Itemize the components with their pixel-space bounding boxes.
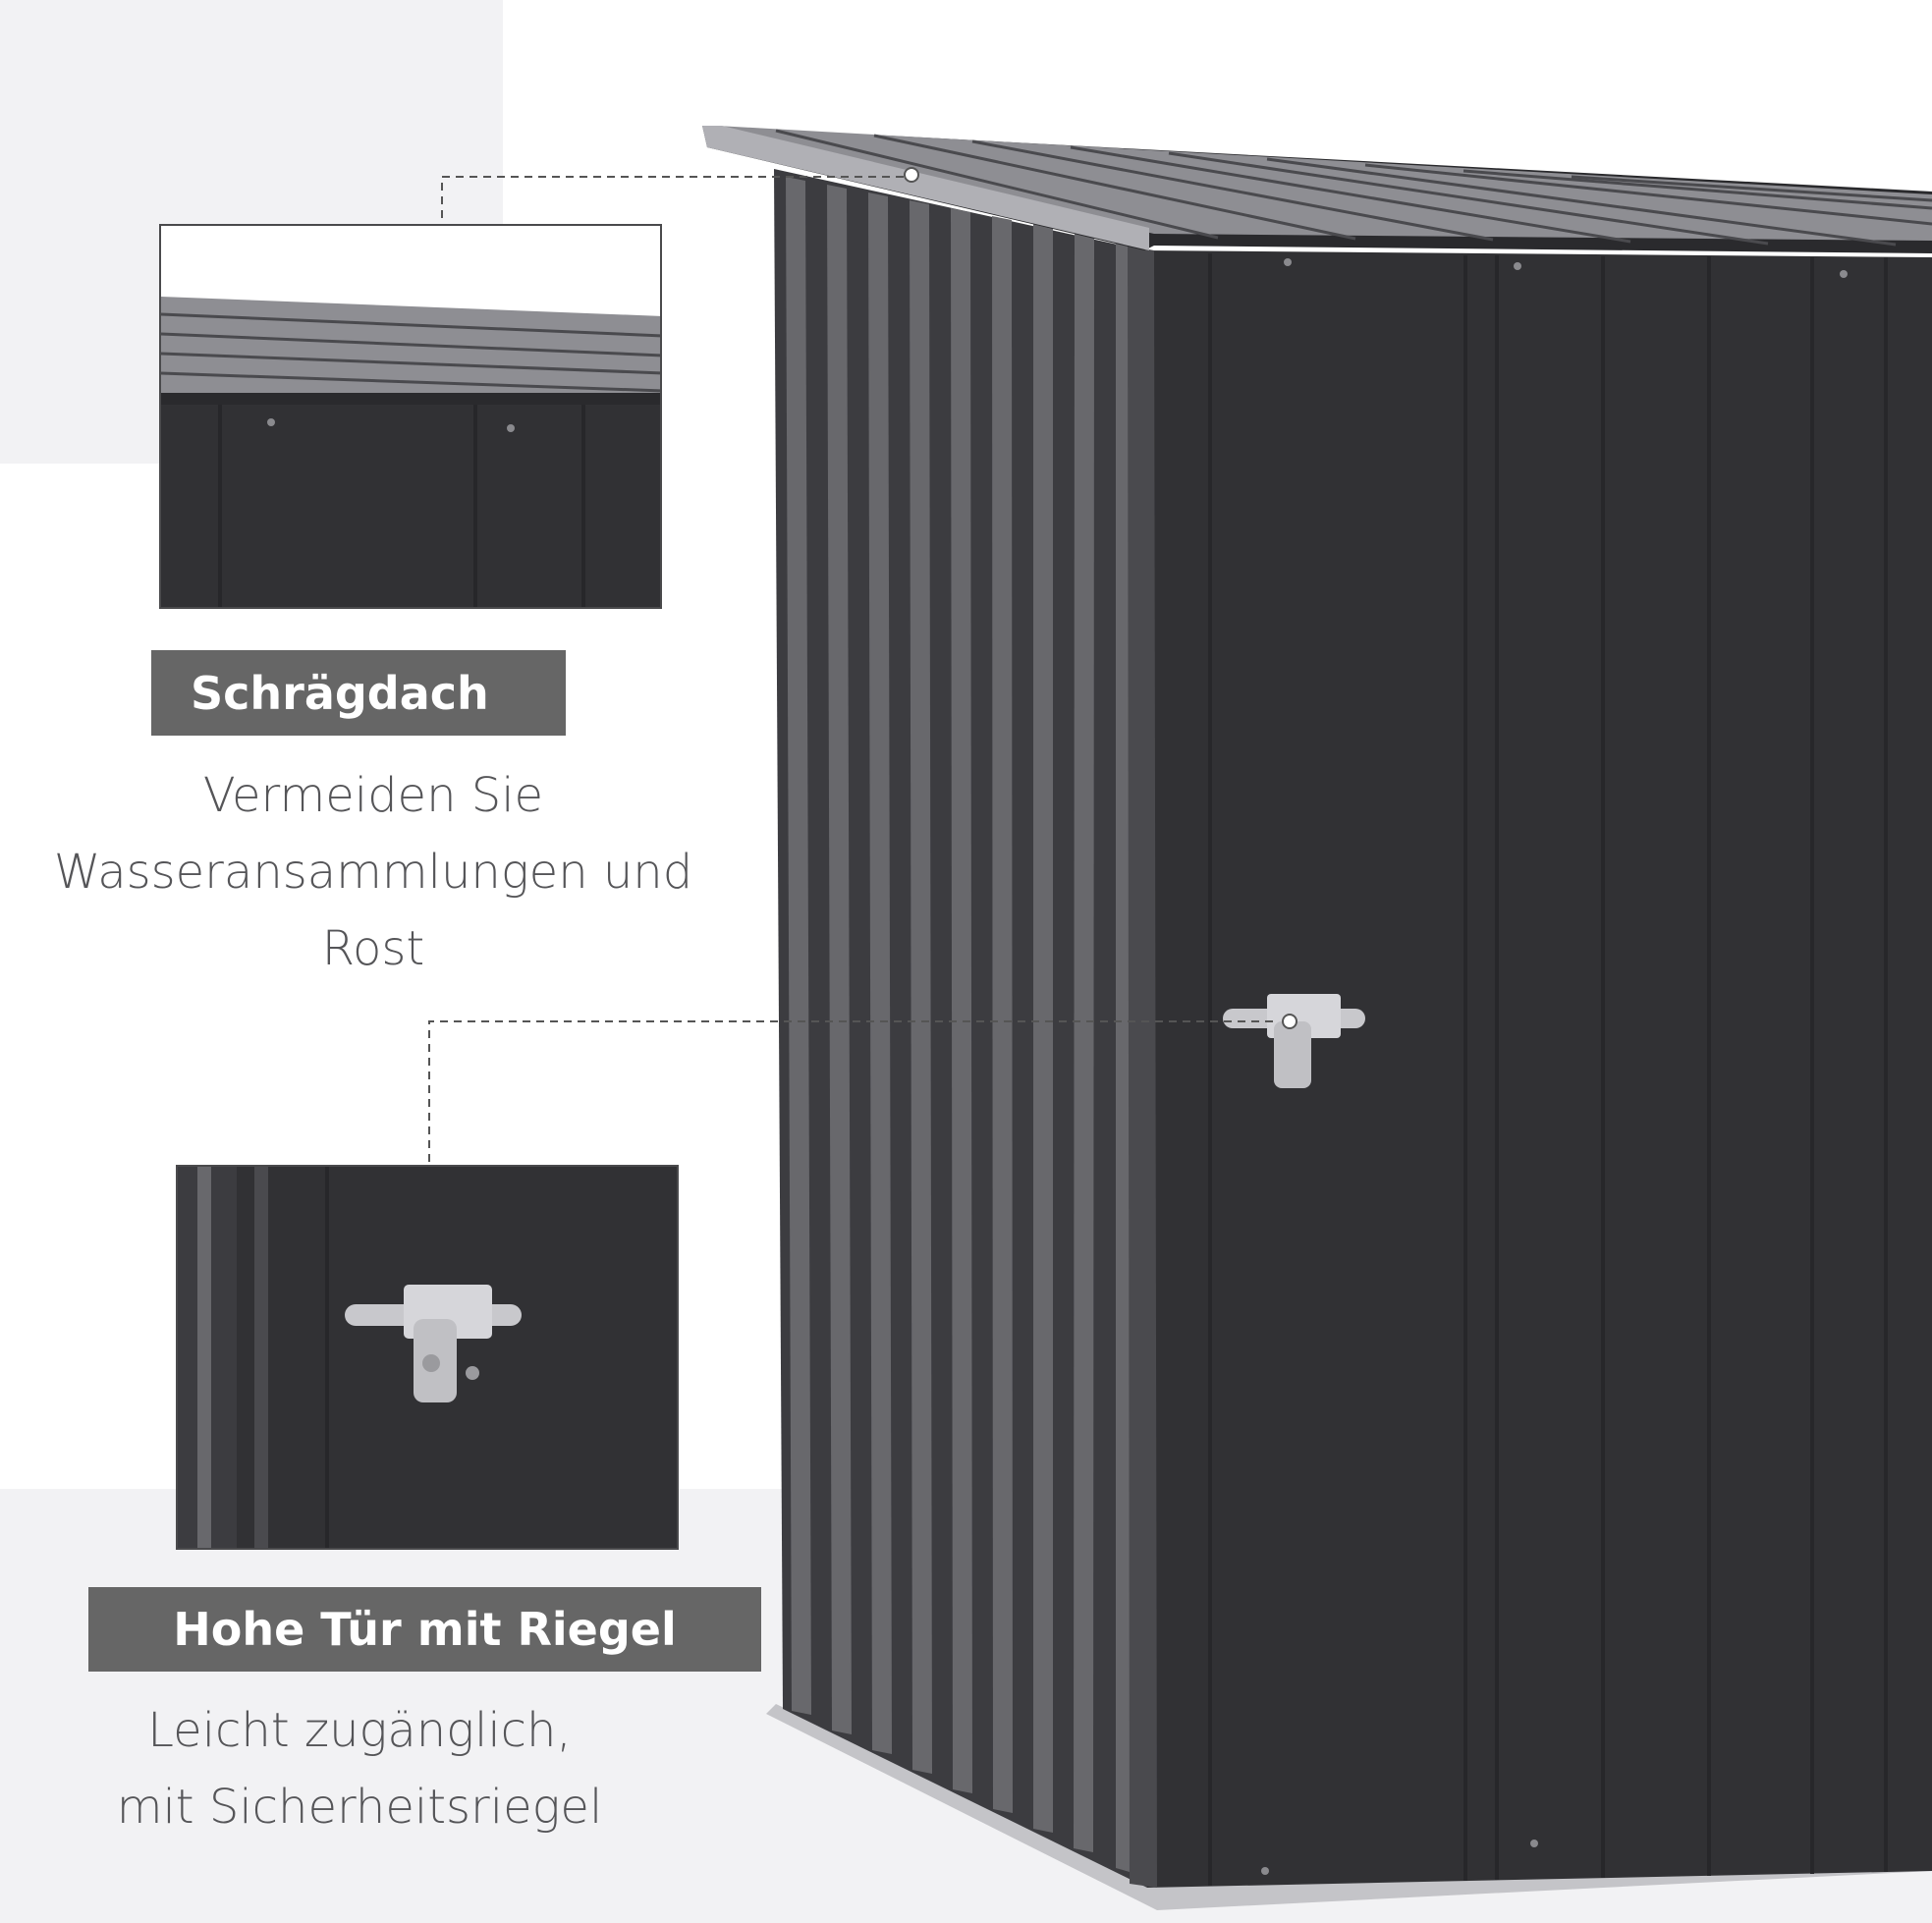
front-wall-seams: [1208, 253, 1888, 1886]
feature-caption-roof: Vermeiden Sie Wasseransammlungen und Ros…: [0, 757, 746, 987]
feature-title-door: Hohe Tür mit Riegel: [88, 1587, 761, 1672]
shed-corner-post: [1128, 246, 1157, 1888]
roof-ribs: [775, 129, 1932, 247]
caption-line: Vermeiden Sie: [202, 768, 544, 823]
callout-line-roof: [441, 176, 909, 218]
caption-line: mit Sicherheitsriegel: [116, 1780, 603, 1835]
inset-latch-detail: [176, 1165, 679, 1550]
side-wall-ribs: [786, 177, 1130, 1872]
roof-edge-trim: [702, 126, 1149, 250]
caption-line: Leicht zugänglich,: [147, 1703, 572, 1758]
callout-dot-roof: [904, 167, 919, 183]
callout-line-latch: [428, 1020, 1277, 1162]
front-wall-screws: [1261, 258, 1848, 1875]
feature-title-roof: Schrägdach: [151, 650, 566, 736]
inset-roof-detail: [159, 224, 662, 609]
feature-caption-door: Leicht zugänglich, mit Sicherheitsriegel: [94, 1692, 625, 1845]
latch-detail-image: [178, 1167, 677, 1548]
shed-roof-top: [717, 126, 1932, 241]
callout-dot-latch: [1282, 1014, 1297, 1029]
caption-line: Wasseransammlungen und Rost: [53, 845, 693, 976]
shed-base-frame: [766, 1704, 1932, 1910]
roof-detail-image: [161, 297, 660, 607]
latch-detail: [345, 1285, 522, 1402]
shed-front-wall: [1144, 250, 1932, 1888]
